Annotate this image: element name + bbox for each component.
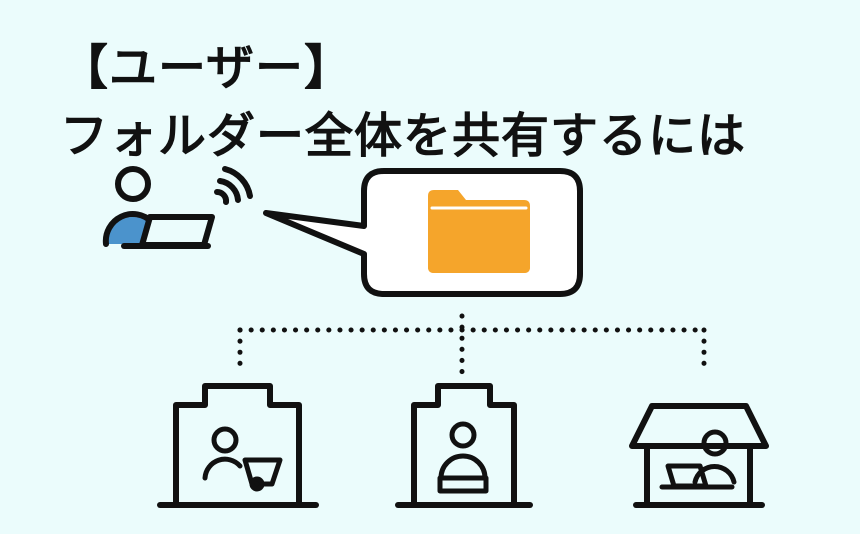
- user-laptop-wifi-icon: [102, 166, 253, 249]
- wifi-arc-1: [214, 188, 230, 205]
- speech-bubble: [263, 168, 583, 297]
- user-body-outline: [102, 211, 155, 247]
- laptop-1-screen: [242, 457, 283, 487]
- desk: [437, 475, 489, 494]
- laptop-1-hinge: [249, 476, 265, 492]
- user-3-head: [701, 429, 729, 457]
- user-desk-icon: [437, 421, 489, 494]
- user-3-body: [692, 464, 737, 485]
- folder-icon: [428, 190, 530, 273]
- laptop-screen: [139, 214, 215, 248]
- user-1-head: [211, 426, 239, 454]
- office-building-icon: [157, 383, 319, 508]
- user-head: [115, 166, 151, 202]
- building-2-outline: [411, 383, 517, 508]
- user-laptop-icon: [202, 426, 283, 492]
- title-line-1: 【ユーザー】: [60, 40, 354, 96]
- house-roof: [629, 403, 769, 449]
- user-laptop-icon: [659, 429, 737, 490]
- office-building-icon: [395, 383, 533, 508]
- bubble-outline: [263, 168, 583, 297]
- title-line-2: フォルダー全体を共有するには: [60, 108, 747, 164]
- wifi-arc-2: [217, 178, 241, 203]
- user-2-body: [438, 453, 488, 481]
- folder-front: [428, 213, 530, 273]
- user-2-head: [449, 421, 477, 449]
- connector-lines: [237, 313, 707, 375]
- home-icon: [629, 403, 769, 508]
- user-1-body: [202, 456, 243, 481]
- building-1-outline: [173, 383, 302, 508]
- wifi-arc-3: [222, 166, 253, 199]
